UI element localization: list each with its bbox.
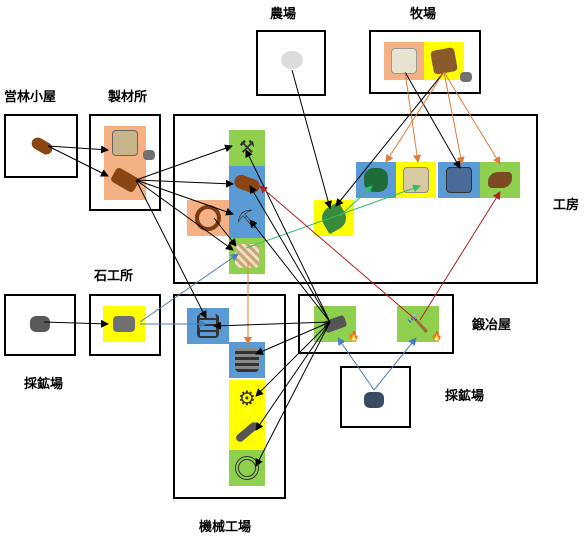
log-icon [232, 172, 262, 196]
wheel-icon [195, 205, 221, 231]
mine-ore-cell [356, 382, 392, 418]
factory-gear-cell: ⚙ [229, 380, 265, 416]
workshop-pickaxe-cell: ⛏ [229, 202, 265, 238]
sawmill-label: 製材所 [108, 90, 148, 105]
stone-icon [460, 72, 472, 82]
mine-right-label: 採鉱場 [445, 389, 485, 404]
fire-icon: 🔥 [348, 332, 360, 342]
plank-icon [109, 166, 141, 194]
mine-left-label: 採鉱場 [24, 377, 64, 392]
smithy-label: 鍛冶屋 [472, 318, 512, 333]
cut-stone-icon [113, 316, 135, 332]
mason-label: 石工所 [94, 269, 134, 284]
leaf-icon [317, 201, 351, 235]
sawmill-rough-wood-cell [104, 126, 146, 160]
forester-label: 営林小屋 [4, 90, 57, 105]
ore-icon [364, 392, 384, 408]
workshop-boot-cell [480, 162, 520, 198]
ranch-label: 牧場 [410, 7, 437, 22]
rope-icon [235, 244, 259, 268]
log-icon [29, 135, 55, 157]
workshop-wheel-cell [187, 200, 229, 236]
cloth-icon [364, 168, 388, 192]
hammer-icon: 🔨 [406, 313, 430, 334]
mason-cut-stone-cell [103, 306, 145, 342]
workshop-axe-cell: ⚒ [229, 130, 265, 166]
quarry-box [4, 294, 76, 356]
workshop-cloth-cell [356, 162, 396, 198]
ladder-icon [197, 314, 219, 338]
coat-icon [446, 167, 472, 193]
axe-icon: ⚒ [238, 137, 256, 158]
mason-box [89, 294, 161, 356]
rough-wood-icon [112, 130, 138, 156]
workshop-label: 工房 [553, 198, 580, 213]
boot-icon [488, 172, 512, 188]
factory-rim-cell [229, 450, 265, 486]
pipe-icon [234, 420, 260, 444]
workshop-box [173, 114, 538, 284]
leather-icon [430, 47, 458, 75]
rim-icon [235, 456, 259, 480]
factory-spring-cell [229, 342, 265, 378]
ranch-wool-cell [384, 42, 424, 80]
spring-icon [235, 348, 259, 372]
farm-cotton-cell [274, 42, 310, 78]
ranch-leather-cell [424, 42, 464, 80]
ingot-icon [322, 314, 348, 334]
workshop-leaf-cell [314, 200, 354, 236]
forester-log-cell [24, 128, 60, 164]
machine-factory-label: 機械工場 [199, 520, 252, 535]
stone-icon [30, 316, 50, 332]
shirt-icon [403, 167, 429, 193]
farm-box [256, 30, 326, 96]
workshop-coat-cell [438, 162, 480, 198]
farm-label: 農場 [270, 7, 297, 22]
wool-icon [391, 48, 417, 74]
sawmill-plank-cell [104, 160, 146, 200]
factory-ladder-cell [187, 308, 229, 344]
factory-pipe-cell [229, 414, 265, 450]
stone-icon [143, 150, 155, 160]
quarry-stone-cell [22, 306, 58, 342]
cotton-icon [281, 51, 303, 69]
gear-icon: ⚙ [238, 386, 256, 410]
workshop-rope-cell [229, 238, 265, 274]
workshop-log-cell [229, 166, 265, 202]
fire-icon: 🔥 [431, 332, 443, 342]
workshop-shirt-cell [396, 162, 436, 198]
pickaxe-icon: ⛏ [235, 209, 259, 230]
